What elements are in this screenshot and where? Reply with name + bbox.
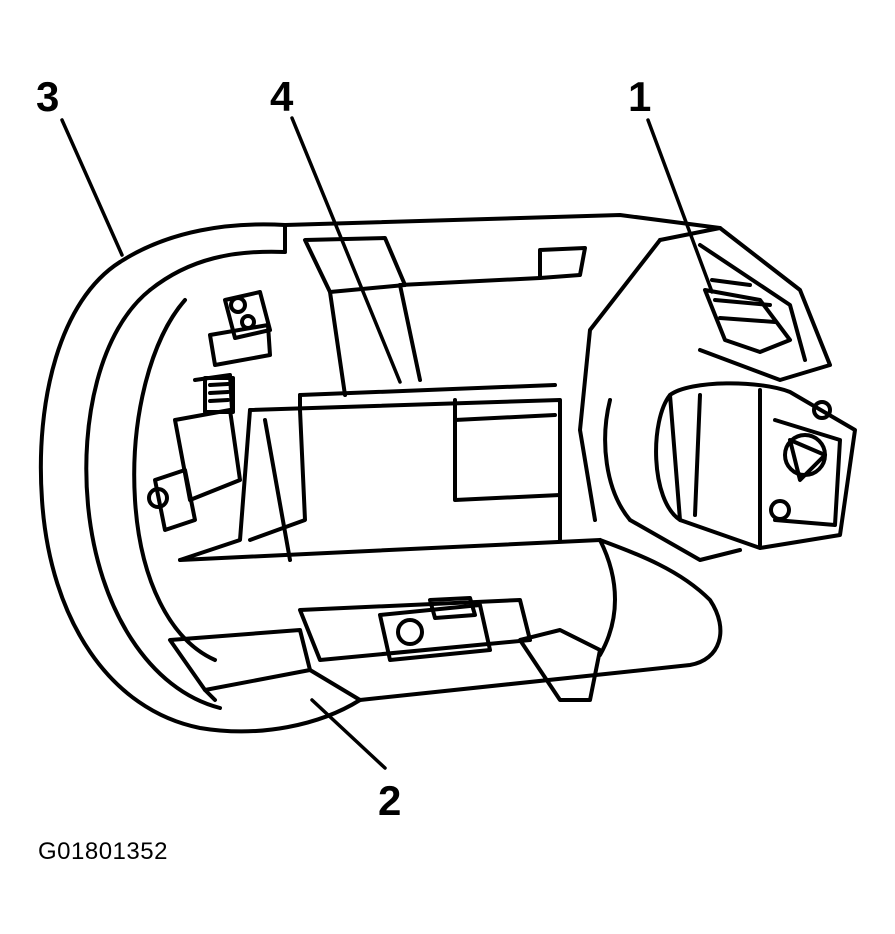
front-flange	[38, 222, 362, 734]
callout-4: 4	[270, 73, 294, 120]
leader-line-2	[310, 698, 387, 770]
bottom-retainer-clip	[168, 596, 602, 702]
callout-2: 2	[378, 777, 402, 824]
leader-line-3	[60, 118, 124, 257]
electrical-connector	[578, 226, 832, 522]
left-latch-details	[147, 290, 272, 532]
callout-3: 3	[36, 73, 60, 120]
cylinder-end-face	[603, 381, 857, 562]
callout-1: 1	[628, 73, 652, 120]
figure-id: G01801352	[38, 838, 168, 865]
leader-lines	[60, 116, 714, 770]
housing-body	[178, 213, 723, 702]
leader-line-4	[290, 116, 402, 384]
leader-line-1	[646, 118, 714, 294]
